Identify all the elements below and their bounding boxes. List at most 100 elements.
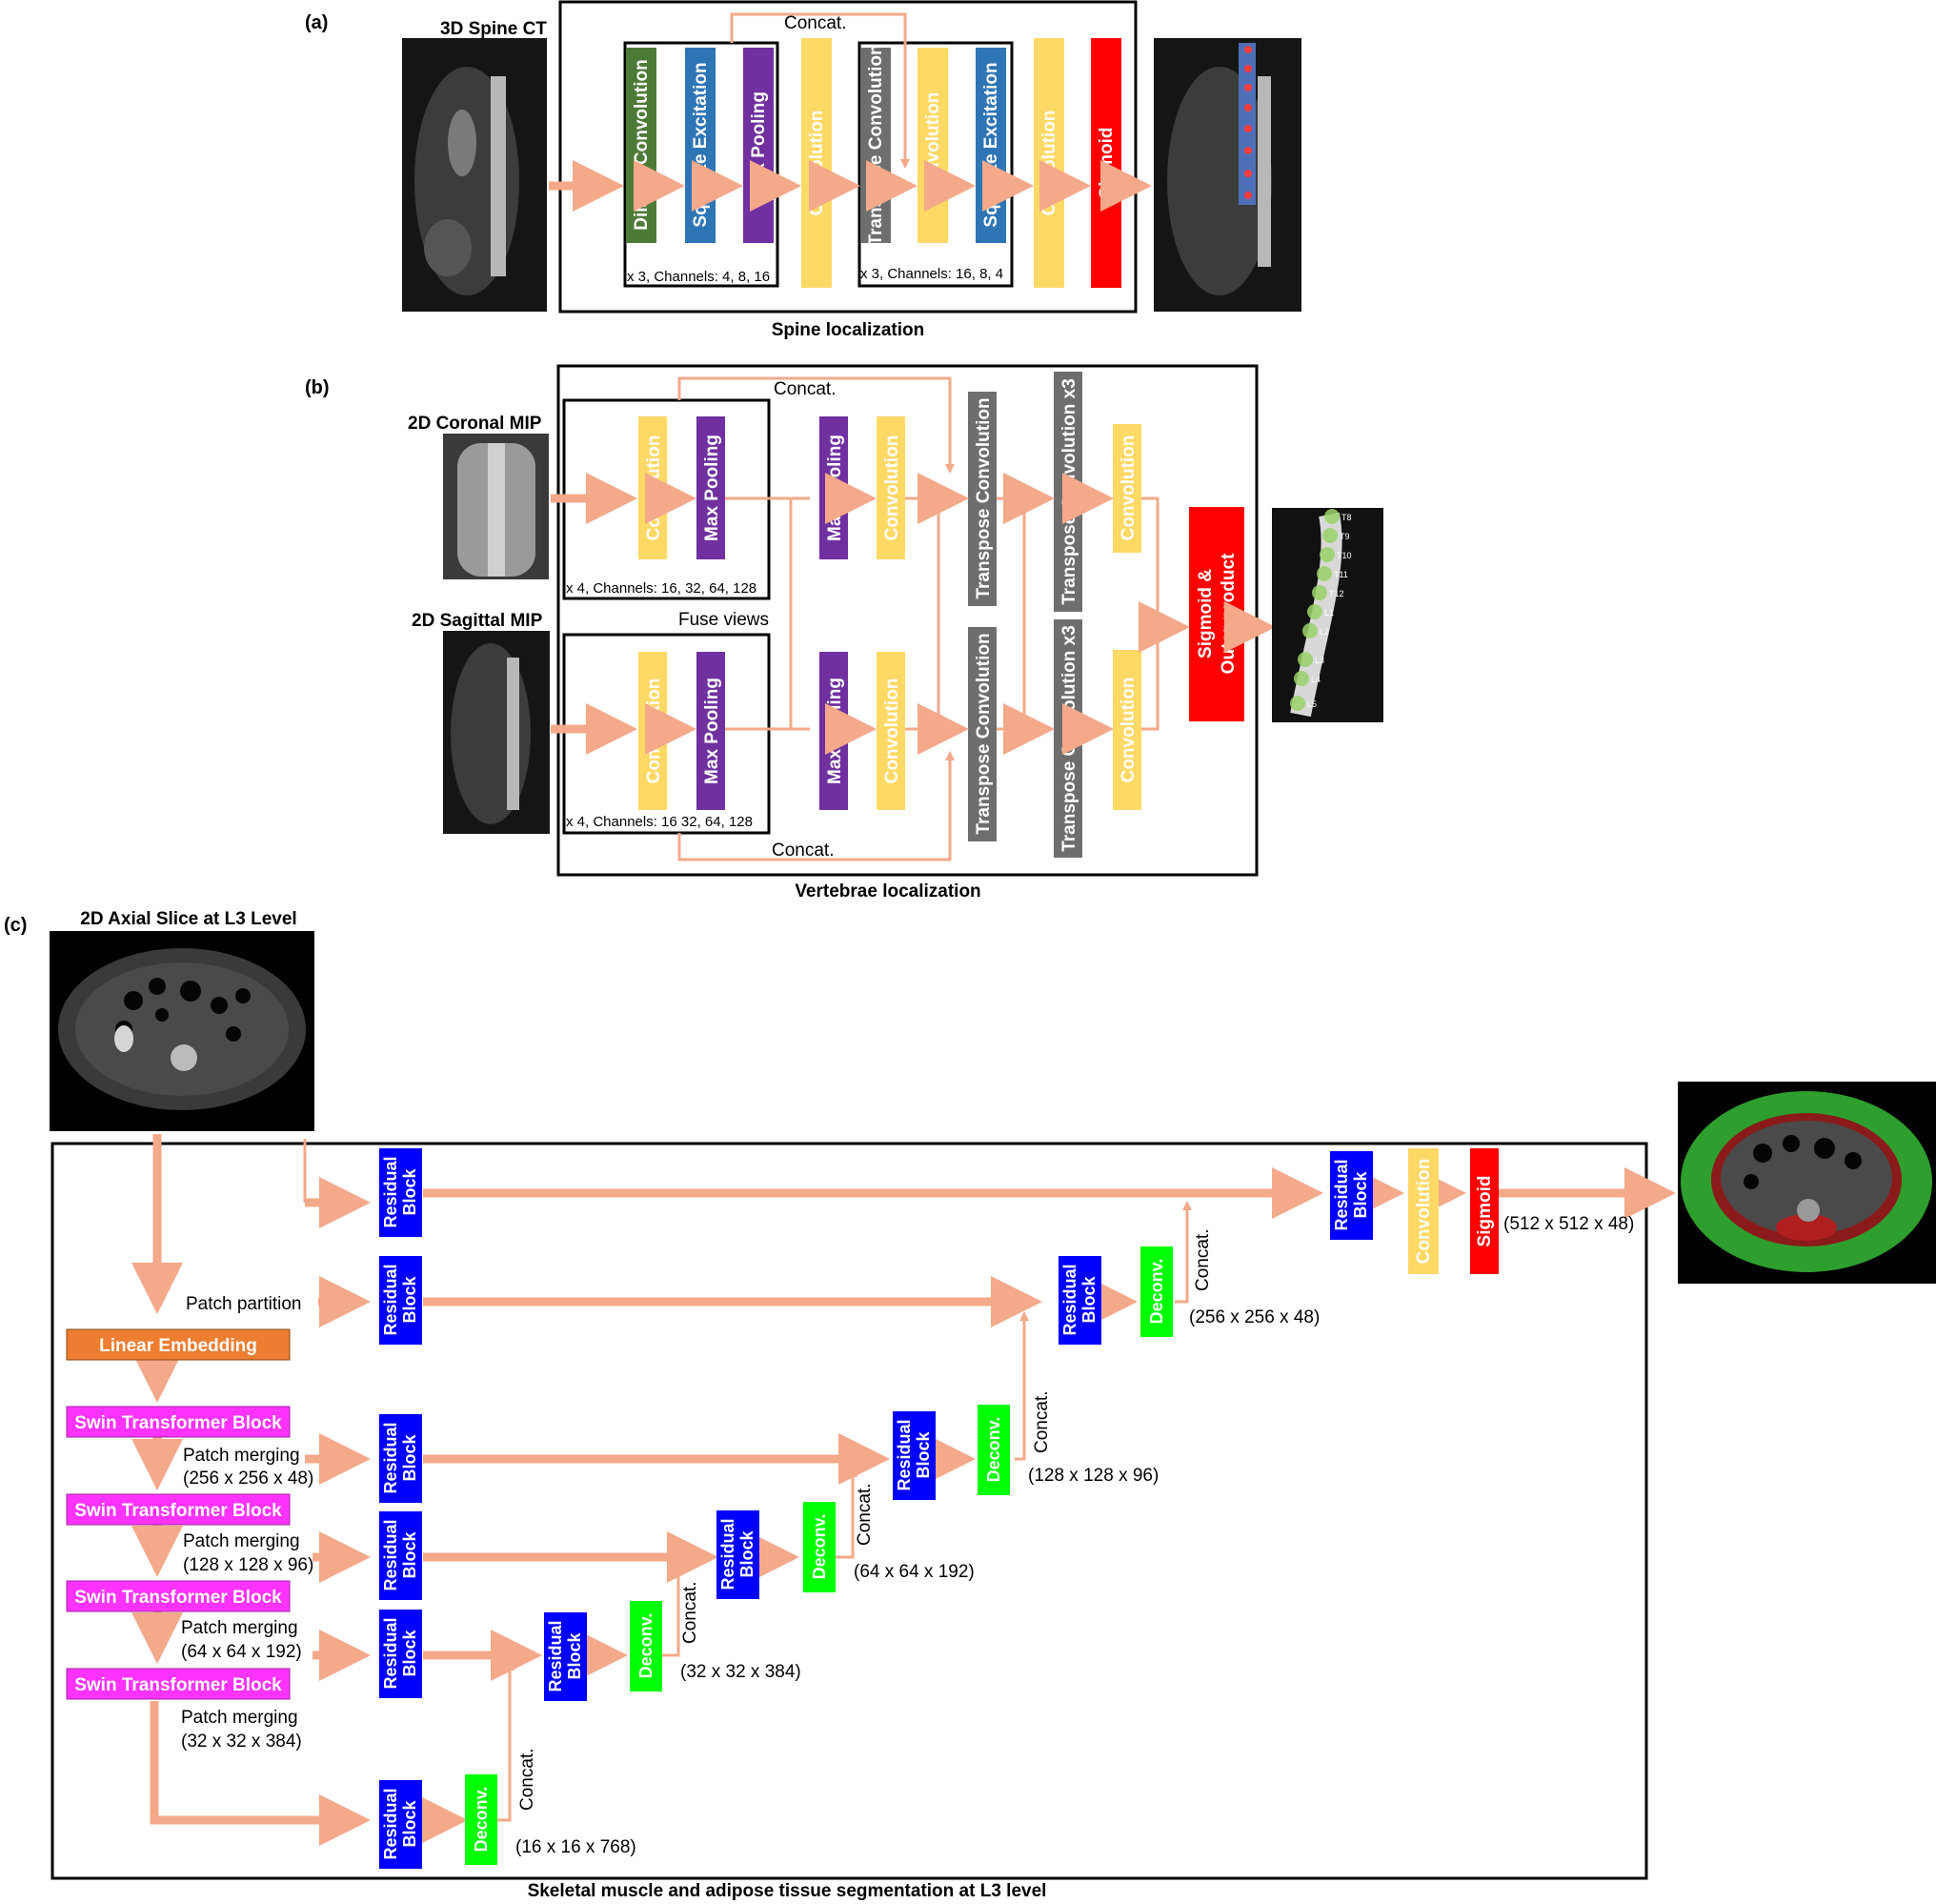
spine-network-frame (558, 0, 1138, 314)
convolution-block: Convolution (877, 652, 905, 810)
svg-text:Transpose Convolution: Transpose Convolution (866, 44, 886, 245)
vertebra-marker (1322, 528, 1338, 543)
max-pooling-block: Max Pooling (696, 416, 725, 559)
convolution-block: Convolution (638, 652, 667, 810)
axial-slice-image (50, 931, 314, 1131)
svg-text:Convolution: Convolution (1039, 111, 1059, 216)
max-pooling-block: Max Pooling (743, 48, 774, 243)
panel-b: (b) 2D Coronal MIP 2D Sagittal MIP Conca… (305, 364, 1383, 901)
dims-label: (128 x 128 x 96) (1028, 1466, 1159, 1486)
svg-text:Convolution: Convolution (644, 435, 664, 541)
deconv-block: Deconv. (978, 1405, 1010, 1495)
max-pooling-block: Max Pooling (696, 652, 725, 810)
svg-text:Max Pooling: Max Pooling (825, 435, 845, 541)
panel-b-tag: (b) (305, 377, 330, 398)
svg-text:Block: Block (565, 1632, 584, 1680)
concat-line-b-top (677, 376, 955, 474)
dilated-convolution-block: Dilated Convolution (626, 48, 656, 243)
deconv-block: Deconv. (803, 1502, 836, 1592)
concat-label-b-top: Concat. (774, 379, 836, 399)
transpose-convolution-x3-block: Transpose Convolution x3 (1054, 619, 1082, 858)
svg-text:Transpose Convolution x3: Transpose Convolution x3 (1059, 625, 1079, 852)
svg-text:Residual: Residual (381, 1617, 400, 1689)
swin-transformer-block: Swin Transformer Block (66, 1580, 291, 1612)
deconv-block: Deconv. (1140, 1246, 1173, 1337)
svg-text:Residual: Residual (381, 1156, 400, 1227)
transpose-convolution-x3-block: Transpose Convolution x3 (1054, 372, 1082, 612)
patch-merging-label: Patch merging (181, 1708, 298, 1728)
svg-text:Block: Block (400, 1630, 419, 1677)
concat-line-a (730, 12, 910, 169)
svg-text:Deconv.: Deconv. (472, 1787, 491, 1853)
patch-partition-label: Patch partition (186, 1294, 301, 1314)
vertebra-label: T11 (1334, 570, 1348, 579)
arrows-b (551, 473, 1276, 755)
vertebra-label: T10 (1337, 551, 1352, 560)
svg-text:Deconv.: Deconv. (636, 1613, 655, 1679)
panel-c-tag: (c) (4, 915, 27, 936)
concat-line-b-bottom (677, 751, 955, 861)
transpose-convolution-block: Transpose Convolution (860, 44, 891, 246)
encoder-note-b-top: x 4, Channels: 16, 32, 64, 128 (566, 580, 756, 597)
sagittal-mip-image (443, 631, 550, 834)
dims-label: (32 x 32 x 384) (680, 1662, 801, 1682)
concat-label-c: Concat. (1032, 1391, 1052, 1453)
svg-text:Residual: Residual (381, 1422, 400, 1493)
dims-label: (512 x 512 x 48) (1503, 1214, 1634, 1234)
vertebra-label: L2 (1320, 627, 1329, 637)
swin-transformer-block: Swin Transformer Block (66, 1406, 291, 1438)
fuse-views-label: Fuse views (678, 610, 769, 630)
svg-text:Residual: Residual (895, 1419, 914, 1490)
vertebra-label: L3 (1315, 656, 1324, 665)
transpose-convolution-block: Transpose Convolution (968, 627, 997, 841)
squeeze-excitation-block: Squeeze Excitation (976, 48, 1006, 243)
patch-merging-label: Patch merging (183, 1531, 300, 1551)
convolution-block: Convolution (1113, 650, 1141, 810)
svg-text:Convolution: Convolution (923, 92, 943, 198)
svg-text:Residual: Residual (546, 1620, 565, 1691)
squeeze-excitation-block: Squeeze Excitation (685, 48, 716, 243)
svg-text:Residual: Residual (381, 1788, 400, 1859)
svg-text:Convolution: Convolution (1414, 1159, 1434, 1265)
coronal-mip-image (443, 434, 549, 579)
svg-text:Block: Block (400, 1434, 419, 1482)
encoder-note-a: x 3, Channels: 4, 8, 16 (627, 269, 770, 285)
vertebra-marker (1320, 547, 1335, 562)
svg-text:Residual: Residual (1060, 1264, 1079, 1335)
svg-text:Max Pooling: Max Pooling (702, 435, 722, 541)
svg-text:Convolution: Convolution (882, 435, 902, 541)
svg-text:Residual: Residual (718, 1518, 737, 1590)
svg-text:Max Pooling: Max Pooling (825, 678, 845, 784)
svg-text:Max Pooling: Max Pooling (702, 678, 722, 784)
panel-a-tag: (a) (305, 12, 328, 33)
segmentation-caption: Skeletal muscle and adipose tissue segme… (528, 1881, 1047, 1901)
patch-merging-dims: (128 x 128 x 96) (183, 1555, 313, 1575)
spine-localization-caption: Spine localization (772, 320, 924, 340)
concat-label-c: Concat. (1193, 1229, 1213, 1291)
svg-text:Squeeze Excitation: Squeeze Excitation (691, 62, 711, 227)
svg-text:Transpose Convolution x3: Transpose Convolution x3 (1059, 378, 1079, 605)
deconv-block: Deconv. (630, 1601, 662, 1691)
max-pooling-block: Max Pooling (819, 416, 848, 559)
convolution-block: Convolution (1408, 1148, 1439, 1274)
dims-label: (256 x 256 x 48) (1189, 1307, 1320, 1327)
svg-text:Transpose Convolution: Transpose Convolution (974, 633, 994, 834)
svg-text:Residual: Residual (381, 1519, 400, 1590)
swin-transformer-block: Swin Transformer Block (66, 1668, 291, 1700)
svg-text:Block: Block (1351, 1171, 1370, 1219)
deconv-blocks: Deconv. Deconv. Deconv. Deconv. Deconv. (465, 1246, 1173, 1865)
encoder-note-b-bottom: x 4, Channels: 16 32, 64, 128 (566, 814, 753, 830)
svg-text:Block: Block (400, 1800, 419, 1848)
svg-text:Squeeze Excitation: Squeeze Excitation (981, 62, 1001, 227)
vertebra-marker (1294, 671, 1309, 686)
svg-text:Convolution: Convolution (807, 111, 827, 216)
concat-label-b-bottom: Concat. (772, 841, 834, 861)
vertebrae-localization-caption: Vertebrae localization (795, 881, 980, 901)
svg-text:Deconv.: Deconv. (810, 1514, 829, 1580)
spine-ct-image (402, 38, 547, 312)
